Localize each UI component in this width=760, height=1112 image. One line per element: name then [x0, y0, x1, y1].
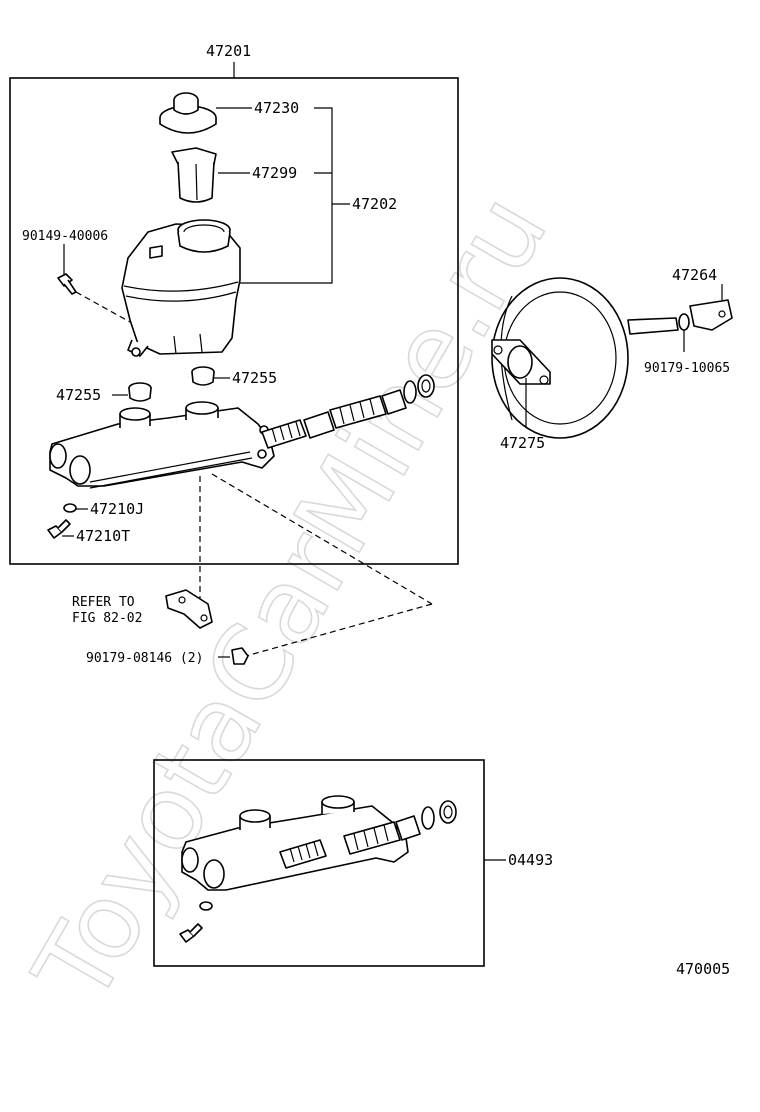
label-47255-right: 47255 — [232, 369, 277, 387]
reservoir-cap-icon — [159, 92, 217, 134]
reservoir-tank-icon — [121, 219, 241, 357]
label-90149-40006: 90149-40006 — [22, 229, 108, 244]
label-90179-10065: 90179-10065 — [644, 361, 730, 376]
master-cylinder-icon — [49, 374, 435, 489]
repair-kit-cylinder-icon — [181, 795, 457, 891]
label-90179-08146: 90179-08146 (2) — [86, 651, 203, 666]
label-47230: 47230 — [254, 99, 299, 117]
grommet-left-icon — [128, 382, 152, 402]
kit-frame — [153, 759, 485, 967]
clip-icon — [63, 503, 77, 513]
label-47255-left: 47255 — [56, 386, 101, 404]
label-47264: 47264 — [672, 266, 717, 284]
kit-clip-icon — [199, 901, 213, 911]
bracket-icon — [165, 589, 213, 629]
kit-bolt-icon — [179, 923, 203, 943]
label-47210T: 47210T — [76, 527, 130, 545]
strainer-icon — [171, 147, 217, 203]
label-47201: 47201 — [206, 42, 251, 60]
label-47210J: 47210J — [90, 500, 144, 518]
figure-id: 470005 — [676, 960, 730, 978]
nut-icon — [231, 647, 249, 665]
refer-label-line2: FIG 82-02 — [72, 611, 142, 626]
refer-label-line1: REFER TO — [72, 595, 135, 610]
bolt-icon — [47, 519, 71, 539]
label-47275: 47275 — [500, 434, 545, 452]
screw-icon — [57, 273, 77, 295]
label-47299: 47299 — [252, 164, 297, 182]
grommet-right-icon — [191, 366, 215, 386]
label-47202: 47202 — [352, 195, 397, 213]
brake-booster-icon — [491, 277, 733, 439]
label-04493: 04493 — [508, 851, 553, 869]
